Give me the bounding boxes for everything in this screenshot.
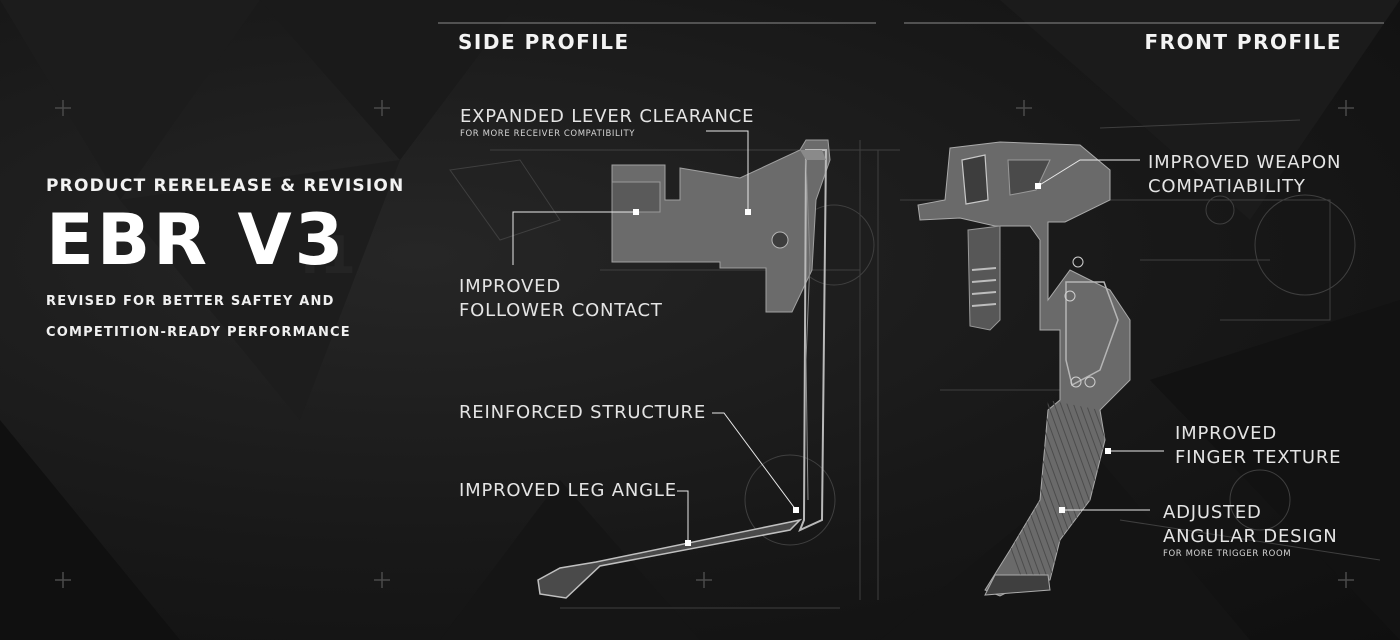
callout-follower-line1: IMPROVED bbox=[459, 276, 561, 297]
callout-reinforced-structure: REINFORCED STRUCTURE bbox=[459, 402, 707, 423]
callout-expanded-clearance: EXPANDED LEVER CLEARANCE FOR MORE RECEIV… bbox=[460, 105, 754, 140]
callout-weapon-line1: IMPROVED WEAPON bbox=[1148, 152, 1342, 173]
callout-finger-texture: IMPROVED FINGER TEXTURE bbox=[1175, 422, 1341, 470]
side-profile-part bbox=[537, 139, 831, 599]
callout-finger-line1: IMPROVED bbox=[1175, 423, 1277, 444]
hero-title: EBR V3 bbox=[46, 199, 347, 281]
callout-leaders bbox=[512, 130, 1164, 543]
hero-subtitle-line2: COMPETITION-READY PERFORMANCE bbox=[46, 325, 351, 340]
callout-dots bbox=[633, 183, 1111, 546]
callout-weapon-compatibility: IMPROVED WEAPON COMPATIABILITY bbox=[1148, 151, 1341, 199]
front-teeth bbox=[971, 267, 997, 307]
callout-weapon-line2: COMPATIABILITY bbox=[1148, 176, 1306, 197]
front-profile-heading: FRONT PROFILE bbox=[1144, 30, 1342, 54]
hero-kicker: PRODUCT RERELEASE & REVISION bbox=[46, 176, 405, 196]
side-profile-heading: SIDE PROFILE bbox=[458, 30, 630, 54]
crosshair-markers bbox=[55, 100, 1354, 588]
callout-follower-line2: FOLLOWER CONTACT bbox=[459, 300, 663, 321]
callout-follower-contact: IMPROVED FOLLOWER CONTACT bbox=[459, 275, 663, 323]
callout-angular-line1: ADJUSTED bbox=[1163, 502, 1262, 523]
front-profile-part bbox=[917, 141, 1131, 597]
callout-angular-design: ADJUSTED ANGULAR DESIGN FOR MORE TRIGGER… bbox=[1163, 501, 1337, 560]
callout-angular-note: FOR MORE TRIGGER ROOM bbox=[1163, 549, 1292, 559]
hero-subtitle: REVISED FOR BETTER SAFTEY AND COMPETITIO… bbox=[46, 286, 404, 348]
callout-angular-line2: ANGULAR DESIGN bbox=[1163, 526, 1338, 547]
hero-block: PRODUCT RERELEASE & REVISION EBR V3 REVI… bbox=[46, 176, 404, 348]
callout-finger-line2: FINGER TEXTURE bbox=[1175, 447, 1342, 468]
callout-expanded-clearance-title: EXPANDED LEVER CLEARANCE bbox=[460, 106, 755, 127]
callout-expanded-clearance-note: FOR MORE RECEIVER COMPATIBILITY bbox=[460, 129, 636, 139]
callout-leg-angle: IMPROVED LEG ANGLE bbox=[459, 480, 677, 501]
hero-subtitle-line1: REVISED FOR BETTER SAFTEY AND bbox=[46, 294, 335, 309]
ghost-text-decoration: .1 bbox=[300, 226, 356, 286]
